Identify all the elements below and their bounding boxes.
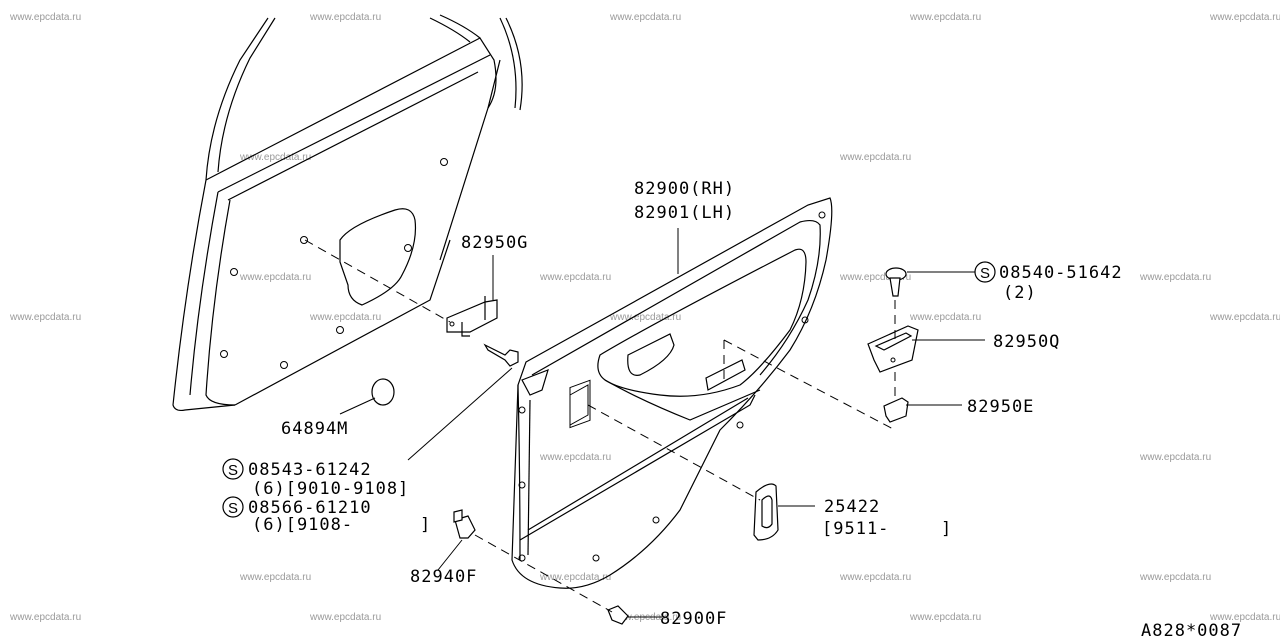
watermark-text: www.epcdata.ru [1139, 452, 1211, 463]
watermark-text: www.epcdata.ru [9, 612, 81, 623]
watermark-text: www.epcdata.ru [609, 12, 681, 23]
door-trim-panel [511, 197, 833, 589]
watermark-text: www.epcdata.ru [539, 272, 611, 283]
watermark-text: www.epcdata.ru [839, 152, 911, 163]
bolt-08540 [885, 267, 907, 297]
screw-08543 [483, 343, 519, 367]
label-08543: 08543-61242 [248, 460, 372, 480]
watermark-layer: www.epcdata.ru www.epcdata.ru www.epcdata.… [9, 12, 1280, 623]
watermark-text: www.epcdata.ru [1209, 12, 1280, 23]
watermark-text: www.epcdata.ru [309, 612, 381, 623]
watermark-text: www.epcdata.ru [839, 272, 911, 283]
label-82900: 82900(RH) [634, 179, 735, 199]
diagram-code: A828*0087 [1141, 621, 1242, 640]
leader-lines [339, 228, 985, 618]
label-82900F: 82900F [660, 609, 727, 629]
watermark-text: www.epcdata.ru [239, 152, 311, 163]
door-frame [172, 14, 523, 412]
watermark-text: www.epcdata.ru [909, 312, 981, 323]
watermark-text: www.epcdata.ru [1209, 612, 1280, 623]
label-08540: 08540-51642 [999, 263, 1123, 283]
watermark-text: www.epcdata.ru [839, 572, 911, 583]
s-symbol-icon [222, 496, 244, 518]
bracket-82950G [446, 296, 498, 337]
screw-82900F [607, 605, 629, 625]
label-25422-close: ] [941, 519, 952, 539]
label-08566-close: ] [420, 515, 431, 535]
label-08566-qty: (6)[9108- [252, 515, 353, 535]
s-symbol-text: S [228, 462, 238, 479]
watermark-text: www.epcdata.ru [309, 12, 381, 23]
watermark-text: www.epcdata.ru [609, 312, 681, 323]
grommet-64894M [371, 378, 395, 406]
label-08566: 08566-61210 [248, 498, 372, 518]
label-25422-date: [9511- [822, 519, 889, 539]
s-symbol-text: S [228, 500, 238, 517]
watermark-text: www.epcdata.ru [1209, 312, 1280, 323]
label-08540-qty: (2) [1003, 283, 1037, 303]
s-symbol-icon [974, 261, 996, 283]
watermark-text: www.epcdata.ru [909, 612, 981, 623]
watermark-text: www.epcdata.ru [1139, 572, 1211, 583]
watermark-text: www.epcdata.ru [1139, 272, 1211, 283]
watermark-text: www.epcdata.ru [9, 12, 81, 23]
handle-25422 [753, 483, 779, 541]
label-08543-qty: (6)[9010-9108] [252, 479, 409, 499]
label-82940F: 82940F [410, 567, 477, 587]
watermark-text: www.epcdata.ru [309, 312, 381, 323]
watermark-text: www.epcdata.ru [239, 272, 311, 283]
clip-82950E [883, 397, 909, 423]
watermark-text: www.epcdata.ru [539, 452, 611, 463]
label-82950G: 82950G [461, 233, 528, 253]
s-symbol-text: S [980, 265, 990, 282]
part-labels: 82900(RH) 82901(LH) 82950G S 08540-51642… [222, 179, 1242, 640]
watermark-text: www.epcdata.ru [539, 572, 611, 583]
watermark-text: www.epcdata.ru [909, 12, 981, 23]
label-25422: 25422 [824, 497, 880, 517]
assembly-lines [304, 239, 896, 613]
cup-82950Q [867, 325, 919, 373]
label-82901: 82901(LH) [634, 203, 735, 223]
watermark-text: www.epcdata.ru [239, 572, 311, 583]
s-symbol-icon [222, 458, 244, 480]
label-82950E: 82950E [967, 397, 1034, 417]
label-82950Q: 82950Q [993, 332, 1060, 352]
clip-82940F [453, 509, 476, 539]
label-64894M: 64894M [281, 419, 348, 439]
watermark-text: www.epcdata.ru [9, 312, 81, 323]
